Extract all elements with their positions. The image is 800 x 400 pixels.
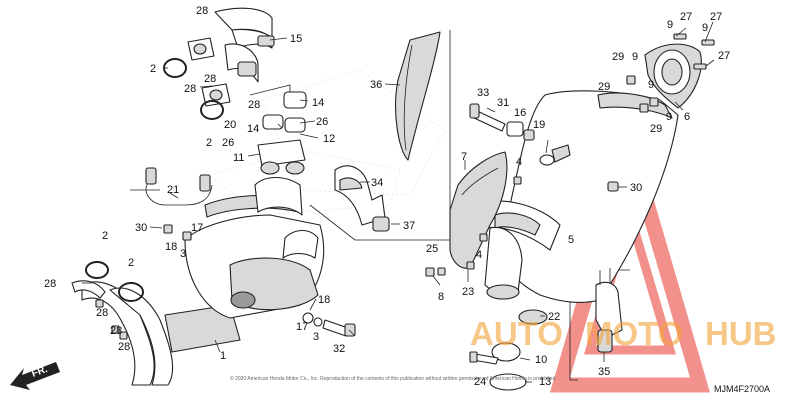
callout-1: 1 — [220, 350, 226, 362]
callout-21: 21 — [167, 184, 179, 196]
callout-30: 30 — [135, 222, 147, 234]
callout-34: 34 — [371, 177, 383, 189]
callout-27: 27 — [680, 11, 692, 23]
end-cap-bolts — [626, 33, 715, 113]
callout-27: 27 — [718, 50, 730, 62]
callout-9: 9 — [702, 22, 708, 34]
small-bolts-left — [95, 224, 192, 340]
callout-36: 36 — [370, 79, 382, 91]
callout-3: 3 — [313, 331, 319, 343]
callout-25: 25 — [426, 243, 438, 255]
exhaust-manifold-1 — [81, 176, 325, 386]
callout-14: 14 — [312, 97, 324, 109]
o2-sensor-21 — [130, 167, 213, 206]
callout-leader-lines — [82, 21, 715, 383]
callout-13: 13 — [539, 376, 551, 388]
callout-19: 19 — [533, 119, 545, 131]
callout-33: 33 — [477, 87, 489, 99]
washer-22 — [518, 309, 548, 325]
callout-23: 23 — [462, 286, 474, 298]
front-label: FR. — [30, 364, 49, 380]
callout-28: 28 — [118, 341, 130, 353]
callout-9: 9 — [666, 111, 672, 123]
front-direction-arrow: FR. — [10, 362, 60, 390]
upper-exhaust-pipe-lower — [224, 43, 259, 83]
callout-32: 32 — [333, 343, 345, 355]
watermark-part1: AUTO — [470, 315, 563, 352]
callout-2: 2 — [128, 257, 134, 269]
lower-left-pipe — [71, 280, 106, 299]
copyright-text: © 2020 American Honda Motor Co., Inc. Re… — [230, 375, 557, 382]
diagram-code: MJM4F2700A — [714, 384, 770, 394]
callout-9: 9 — [632, 51, 638, 63]
bolt-33-assembly — [469, 103, 555, 166]
mounting-bracket-34 — [334, 165, 386, 226]
rubber-mount-37 — [372, 216, 390, 232]
callout-22: 22 — [548, 311, 560, 323]
end-cap-6 — [644, 43, 702, 109]
callout-28: 28 — [184, 83, 196, 95]
pipe-connector-sleeves — [257, 91, 307, 175]
callout-14: 14 — [247, 123, 259, 135]
callout-9: 9 — [667, 19, 673, 31]
watermark-part3: HUB — [705, 315, 777, 352]
callout-2: 2 — [150, 63, 156, 75]
callout-24: 24 — [474, 376, 486, 388]
shield-fasteners — [425, 144, 619, 277]
callout-7: 7 — [461, 151, 467, 163]
callout-17: 17 — [191, 222, 203, 234]
callout-37: 37 — [403, 220, 415, 232]
heat-shield-36 — [395, 31, 441, 161]
gasket-2-left — [85, 261, 144, 302]
callout-18: 18 — [165, 241, 177, 253]
callout-18: 18 — [318, 294, 330, 306]
callout-26: 26 — [316, 116, 328, 128]
watermark-text: AUTO MOTO HUB — [470, 315, 777, 352]
callout-17: 17 — [296, 321, 308, 333]
callout-29: 29 — [598, 81, 610, 93]
callout-26: 26 — [222, 137, 234, 149]
callout-6: 6 — [684, 111, 690, 123]
callout-16: 16 — [514, 107, 526, 119]
callout-28: 28 — [96, 307, 108, 319]
muffler-sensor-35 — [595, 268, 623, 353]
callout-numbers: 28 15 2 28 28 28 20 2 14 14 26 26 12 11 … — [44, 5, 730, 388]
callout-31: 31 — [497, 97, 509, 109]
callout-12: 12 — [323, 133, 335, 145]
callout-28: 28 — [110, 325, 122, 337]
callout-20: 20 — [224, 119, 236, 131]
callout-9: 9 — [648, 79, 654, 91]
watermark-part2: MOTO — [585, 315, 683, 352]
callout-4: 4 — [516, 156, 522, 168]
callout-15: 15 — [290, 33, 302, 45]
callout-28: 28 — [204, 73, 216, 85]
flange-upper — [187, 37, 215, 61]
callout-3: 3 — [180, 248, 186, 260]
bolt-32-assembly — [302, 312, 356, 337]
callout-28: 28 — [248, 99, 260, 111]
callout-2: 2 — [206, 137, 212, 149]
upper-exhaust-pipe-15 — [214, 7, 275, 49]
gasket-2-lower — [200, 100, 224, 120]
callout-29: 29 — [650, 123, 662, 135]
callout-35: 35 — [598, 366, 610, 378]
callout-8: 8 — [438, 291, 444, 303]
callout-11: 11 — [233, 152, 244, 164]
callout-10: 10 — [535, 354, 547, 366]
callout-2: 2 — [102, 230, 108, 242]
callout-29: 29 — [612, 51, 624, 63]
callout-27: 27 — [710, 11, 722, 23]
muffler-shield-7 — [449, 151, 508, 269]
callout-28: 28 — [44, 278, 56, 290]
callout-28: 28 — [196, 5, 208, 17]
callout-30: 30 — [630, 182, 642, 194]
clamp-band-13 — [469, 342, 527, 391]
callout-4: 4 — [476, 249, 482, 261]
callout-5: 5 — [568, 234, 574, 246]
